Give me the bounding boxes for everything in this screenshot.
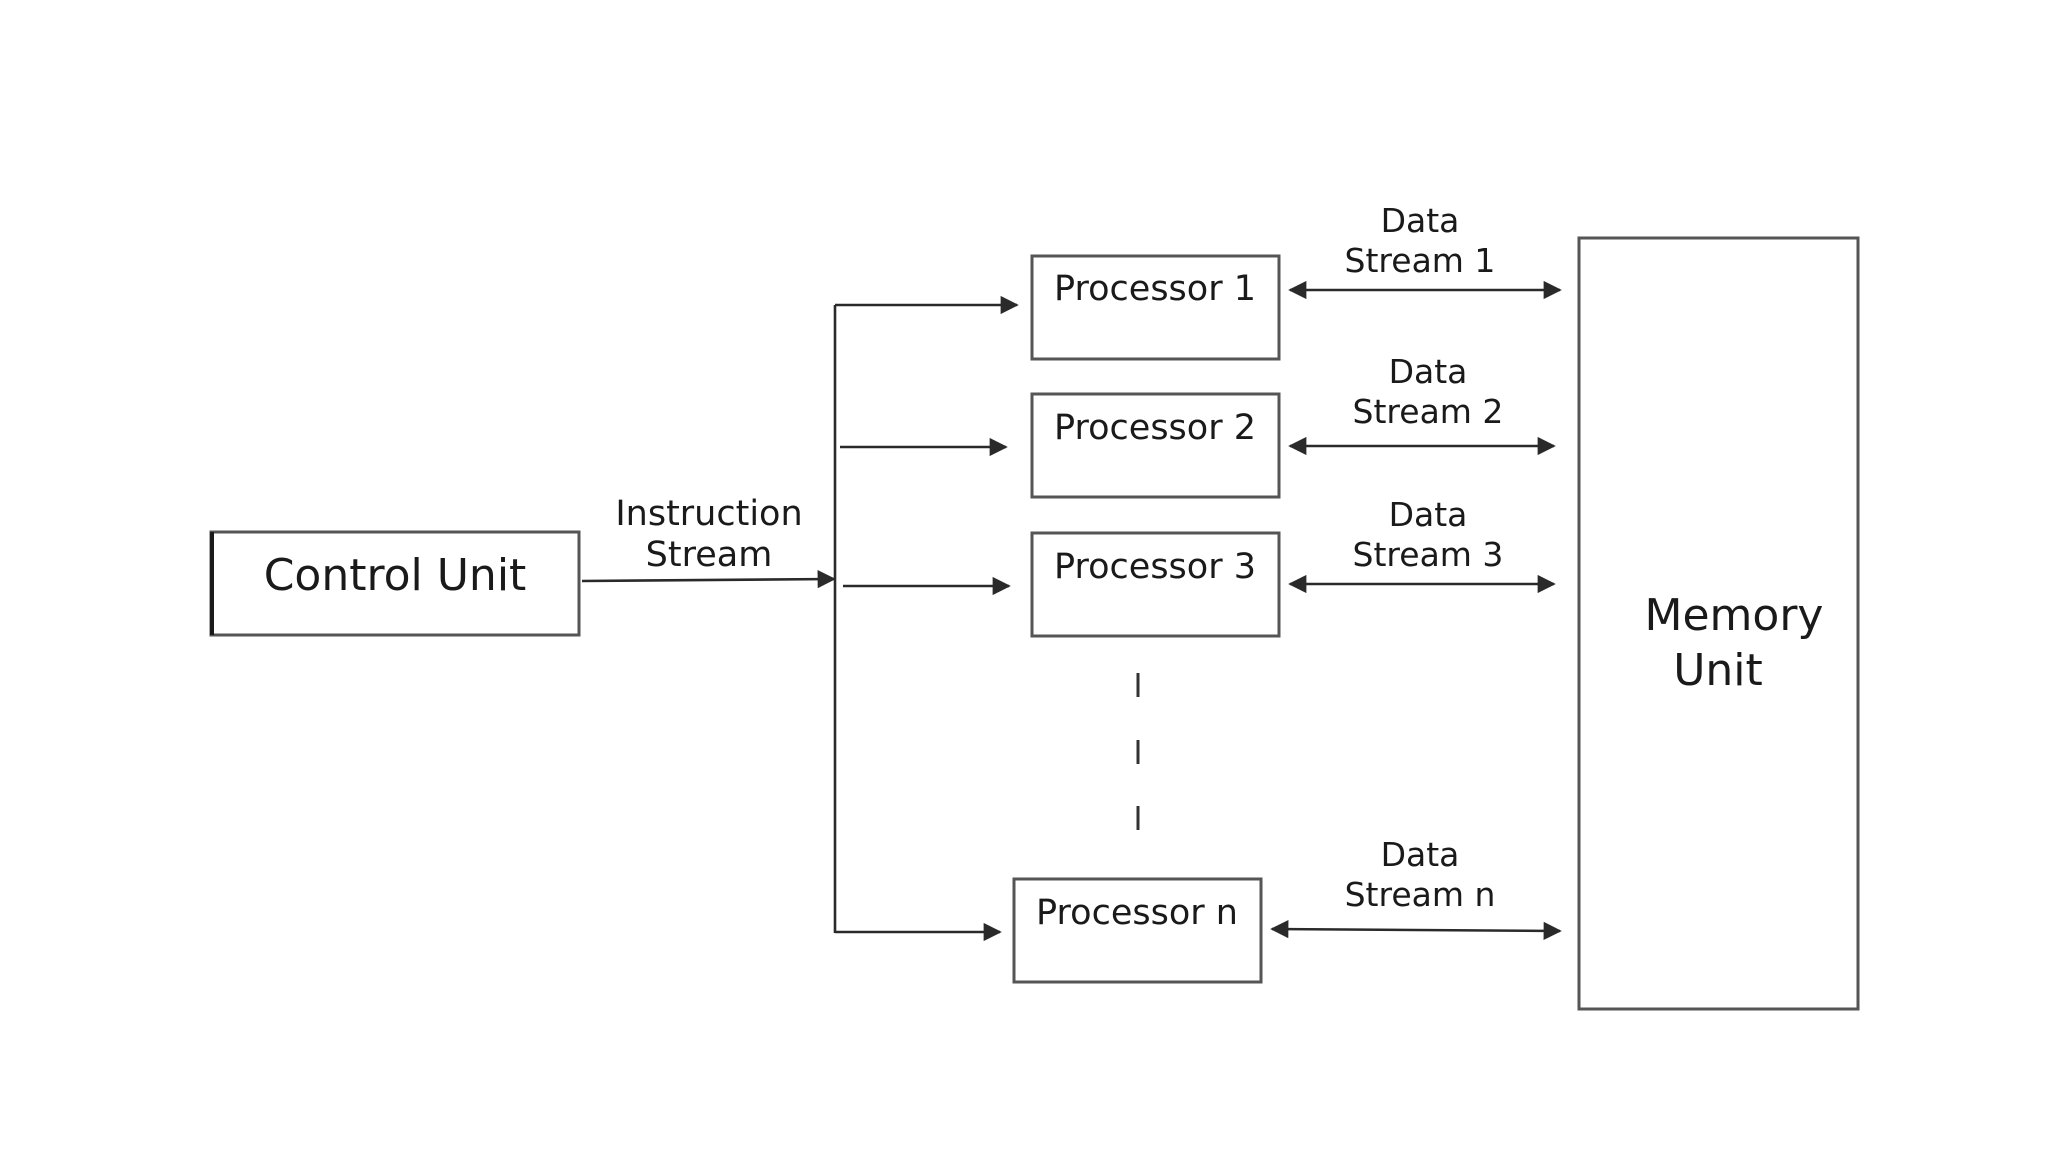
memory-unit-box xyxy=(1577,236,1860,1011)
data-stream-3-line1: Data xyxy=(1389,495,1468,534)
data-stream-1-label: Data Stream 1 xyxy=(1345,201,1496,280)
data-stream-2-line1: Data xyxy=(1389,352,1468,391)
control-unit-box xyxy=(209,530,581,637)
memory-unit-line2: Unit xyxy=(1673,645,1763,696)
processor-n-box xyxy=(1012,877,1263,984)
data-stream-1-line2: Stream 1 xyxy=(1345,241,1496,280)
processor-1-label: Processor 1 xyxy=(1054,269,1256,309)
processor-3: Processor 3 xyxy=(1030,531,1281,638)
data-stream-2-label: Data Stream 2 xyxy=(1353,352,1504,431)
processor-2-box xyxy=(1030,392,1281,499)
processor-2: Processor 2 xyxy=(1030,392,1281,499)
instruction-stream-line2: Stream xyxy=(646,535,773,575)
processor-1: Processor 1 xyxy=(1030,254,1281,361)
processor-2-label: Processor 2 xyxy=(1054,408,1256,448)
instruction-stream-line1: Instruction xyxy=(615,494,802,534)
instruction-stream-label: Instruction Stream xyxy=(615,494,802,575)
processor-3-label: Processor 3 xyxy=(1054,547,1256,587)
processor-1-box xyxy=(1030,254,1281,361)
processor-n: Processor n xyxy=(1012,877,1263,984)
control-unit-label: Control Unit xyxy=(264,550,527,601)
memory-unit-line1: Memory xyxy=(1645,590,1824,641)
processor-n-label: Processor n xyxy=(1036,893,1238,933)
data-stream-1-line1: Data xyxy=(1381,201,1460,240)
data-stream-n-line2: Stream n xyxy=(1345,875,1496,914)
data-stream-3-label: Data Stream 3 xyxy=(1353,495,1504,574)
data-stream-n-label: Data Stream n xyxy=(1345,835,1496,914)
data-stream-2-line2: Stream 2 xyxy=(1353,392,1504,431)
instruction-stream-arrow xyxy=(581,570,836,589)
control-unit: Control Unit xyxy=(209,530,581,637)
data-stream-n-line1: Data xyxy=(1381,835,1460,874)
data-stream-3-line2: Stream 3 xyxy=(1353,535,1504,574)
data-stream-n-arrow xyxy=(1270,920,1562,940)
memory-unit: Memory Unit xyxy=(1577,236,1860,1011)
processor-3-box xyxy=(1030,531,1281,638)
